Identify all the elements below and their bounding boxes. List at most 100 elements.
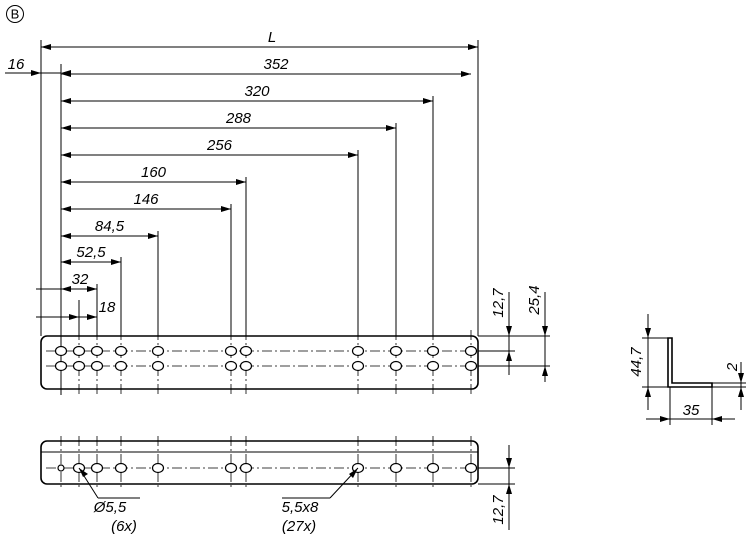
slot-hole <box>389 345 403 357</box>
arrowhead <box>236 179 246 185</box>
arrowhead <box>506 351 512 361</box>
slot-hole <box>351 360 365 372</box>
dim-height-label: 44,7 <box>628 347 645 377</box>
slot-hole <box>351 345 365 357</box>
dim-row-spacing-label: 25,4 <box>526 285 543 315</box>
slot-hole <box>239 345 253 357</box>
bottom-holes <box>57 436 478 488</box>
dim-160-label: 160 <box>141 164 167 181</box>
round-hole-label: Ø5,5 <box>93 499 127 516</box>
slot-hole <box>114 345 128 357</box>
slot-hole <box>224 345 238 357</box>
slot-hole <box>389 360 403 372</box>
top-view: L 16 352 320 288 256 160 146 84,5 52,5 3… <box>5 29 550 395</box>
arrowhead <box>542 366 548 376</box>
arrowhead <box>111 259 121 265</box>
angle-profile <box>667 337 713 388</box>
dim-320-label: 320 <box>244 83 270 100</box>
dim-width-label: 35 <box>683 402 700 419</box>
dim-52-5-label: 52,5 <box>76 244 106 261</box>
arrowhead <box>461 71 471 77</box>
slot-hole <box>72 345 86 357</box>
slot-count: (27x) <box>282 518 316 535</box>
dim-bottom-row-edge-label: 12,7 <box>490 495 507 525</box>
slot-hole <box>90 360 104 372</box>
arrowhead <box>61 125 71 131</box>
arrowhead <box>61 206 71 212</box>
arrowhead <box>79 468 88 477</box>
dim-288-label: 288 <box>225 110 252 127</box>
slot-label: 5,5x8 <box>282 499 319 516</box>
dim-gap-label: 18 <box>99 299 116 316</box>
arrowhead <box>349 468 358 478</box>
slot-hole <box>389 462 403 474</box>
arrowhead <box>148 233 158 239</box>
arrowhead <box>386 125 396 131</box>
slot-hole <box>54 345 68 357</box>
top-holes <box>54 330 478 395</box>
round-hole-count: (6x) <box>111 518 137 535</box>
slot-hole <box>239 462 253 474</box>
arrowhead <box>468 44 478 50</box>
view-badge-letter: B <box>11 7 20 22</box>
arrowhead <box>506 458 512 468</box>
arrowhead <box>61 152 71 158</box>
profile-view: 44,7 35 2 <box>628 314 746 425</box>
dim-offset-label: 16 <box>8 56 25 73</box>
slot-hole <box>72 360 86 372</box>
slot-hole <box>54 360 68 372</box>
arrowhead <box>221 206 231 212</box>
dim-146-label: 146 <box>133 191 159 208</box>
dim-row-edge-label: 12,7 <box>490 288 507 318</box>
arrowhead <box>61 179 71 185</box>
view-badge: B <box>6 5 24 23</box>
arrowhead <box>506 326 512 336</box>
dim-256-label: 256 <box>206 137 233 154</box>
slot-hole <box>426 462 440 474</box>
arrowhead <box>423 98 433 104</box>
arrowhead <box>738 373 744 383</box>
slot-hole <box>224 360 238 372</box>
dim-352-label: 352 <box>263 56 289 73</box>
stacked-dimensions: 352 320 288 256 160 146 84,5 52,5 32 <box>36 56 471 336</box>
slot-hole <box>224 462 238 474</box>
arrowhead <box>31 70 41 76</box>
arrowhead <box>61 286 71 292</box>
arrowhead <box>61 233 71 239</box>
round-hole <box>57 464 65 472</box>
dim-32-label: 32 <box>72 271 89 288</box>
slot-hole <box>239 360 253 372</box>
slot-hole <box>464 360 478 372</box>
arrowhead <box>61 71 71 77</box>
arrowhead <box>738 387 744 397</box>
slot-hole <box>464 462 478 474</box>
slot-hole <box>151 360 165 372</box>
arrowhead <box>506 484 512 494</box>
arrowhead <box>645 328 651 338</box>
top-plate-outline <box>40 335 479 390</box>
slot-hole <box>114 360 128 372</box>
slot-hole <box>90 345 104 357</box>
arrowhead <box>87 314 97 320</box>
arrowhead <box>712 416 722 422</box>
bottom-view: Ø5,5 (6x) 5,5x8 (27x) 12,7 <box>40 436 515 535</box>
slot-hole <box>464 345 478 357</box>
bottom-plate-outline <box>40 440 479 485</box>
arrowhead <box>645 387 651 397</box>
arrowhead <box>542 326 548 336</box>
slot-hole <box>114 462 128 474</box>
arrowhead <box>87 286 97 292</box>
arrowhead <box>348 152 358 158</box>
arrowhead <box>61 259 71 265</box>
dim-84-5-label: 84,5 <box>95 218 125 235</box>
dim-thickness-label: 2 <box>724 362 741 372</box>
arrowhead <box>41 44 51 50</box>
dim-overall-label: L <box>268 29 276 46</box>
arrowhead <box>660 416 670 422</box>
slot-hole <box>426 360 440 372</box>
slot-hole <box>151 462 165 474</box>
slot-hole <box>426 345 440 357</box>
slot-hole <box>90 462 104 474</box>
slot-hole <box>151 345 165 357</box>
